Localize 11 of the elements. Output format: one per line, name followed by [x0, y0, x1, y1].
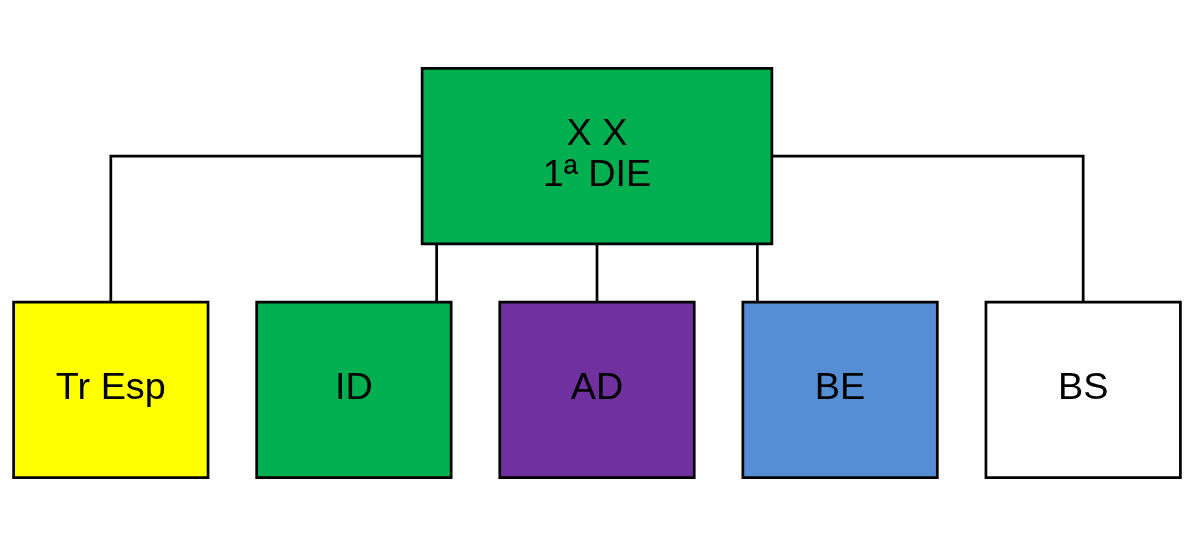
- connector: [595, 244, 599, 302]
- node-box: Tr Esp: [12, 300, 210, 479]
- node-box: BS: [984, 300, 1182, 479]
- connector: [435, 244, 438, 302]
- connector: [109, 154, 422, 302]
- connector: [772, 154, 1085, 302]
- node-box: BE: [741, 300, 939, 479]
- node-box: X X 1ª DIE: [420, 67, 774, 246]
- node-box: AD: [498, 300, 696, 479]
- connector: [756, 244, 759, 302]
- node-box: ID: [255, 300, 453, 479]
